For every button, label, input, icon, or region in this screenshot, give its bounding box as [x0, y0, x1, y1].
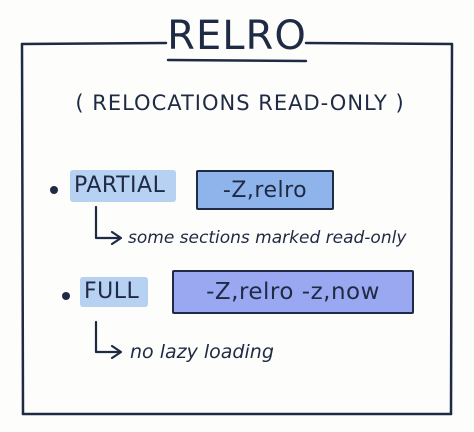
- note-partial: some sections marked read-only: [128, 228, 407, 248]
- arrow-partial-head: [110, 230, 123, 246]
- diagram-title: RELRO: [167, 13, 307, 59]
- arrow-partial: [94, 205, 122, 240]
- flags-partial: -Z,relro: [196, 170, 334, 210]
- frame-right: [449, 42, 454, 416]
- note-full: no lazy loading: [130, 341, 274, 363]
- frame-top-right: [304, 41, 454, 46]
- arrow-full-head: [110, 344, 123, 360]
- highlight-full: [80, 277, 148, 307]
- flags-full: -Z,relro -z,now: [172, 270, 414, 314]
- bullet-full: [62, 292, 70, 300]
- title-underline: [166, 58, 308, 63]
- diagram-subtitle: ( RELOCATIONS READ-ONLY ): [75, 91, 405, 115]
- arrow-full: [94, 320, 122, 354]
- highlight-partial: [70, 170, 176, 202]
- frame-left: [20, 42, 25, 416]
- label-partial: PARTIAL: [74, 173, 166, 198]
- label-full: FULL: [84, 279, 140, 304]
- bullet-partial: [50, 186, 58, 194]
- frame-top-left: [20, 41, 168, 46]
